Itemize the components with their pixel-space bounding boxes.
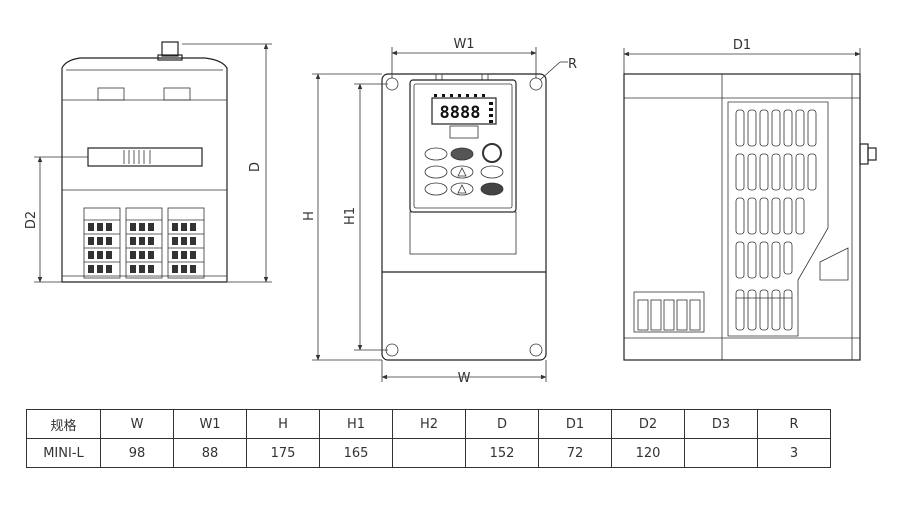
- table-cell: [392, 438, 466, 468]
- label-d2: D2: [24, 211, 39, 229]
- table-cell: 3: [757, 438, 831, 468]
- table-cell: 165: [319, 438, 393, 468]
- table-row: MINI-L 98 88 175 165 152 72 120 3: [26, 438, 831, 468]
- table-cell: [684, 438, 758, 468]
- label-h: H: [302, 211, 317, 221]
- top-view: D D2: [24, 41, 272, 283]
- spec-table: 规格 W W1 H H1 H2 D D1 D2 D3 R MINI-L 98 8…: [26, 409, 831, 468]
- header-cell: W1: [173, 409, 247, 439]
- side-view: D1: [623, 38, 877, 361]
- table-cell: MINI-L: [26, 438, 101, 468]
- label-r: R: [568, 57, 577, 72]
- header-cell: D2: [611, 409, 685, 439]
- header-cell: H: [246, 409, 320, 439]
- label-w: W: [458, 371, 471, 386]
- front-view: 8888 W: [302, 37, 577, 386]
- table-cell: 72: [538, 438, 612, 468]
- label-d1: D1: [733, 38, 751, 53]
- table-header-row: 规格 W W1 H H1 H2 D D1 D2 D3 R: [26, 409, 831, 439]
- header-cell: D3: [684, 409, 758, 439]
- header-cell: H1: [319, 409, 393, 439]
- table-cell: 175: [246, 438, 320, 468]
- table-cell: 120: [611, 438, 685, 468]
- label-d: D: [248, 162, 263, 172]
- table-cell: 88: [173, 438, 247, 468]
- label-h1: H1: [343, 207, 358, 225]
- table-cell: 152: [465, 438, 539, 468]
- header-cell: W: [100, 409, 174, 439]
- header-cell: H2: [392, 409, 466, 439]
- led-display: 8888: [440, 103, 481, 123]
- table-cell: 98: [100, 438, 174, 468]
- header-cell: 规格: [26, 409, 101, 439]
- label-w1: W1: [453, 37, 474, 52]
- header-cell: D1: [538, 409, 612, 439]
- header-cell: D: [465, 409, 539, 439]
- header-cell: R: [757, 409, 831, 439]
